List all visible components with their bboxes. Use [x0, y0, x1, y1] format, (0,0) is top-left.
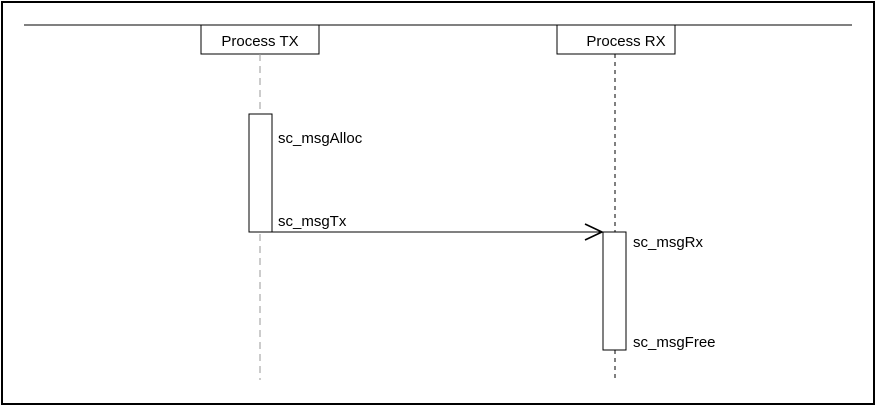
- participant-box-rx: [556, 24, 676, 55]
- message-label-free: sc_msgFree: [633, 334, 716, 351]
- arrow-head-icon: [584, 223, 604, 241]
- message-label-alloc: sc_msgAlloc: [278, 130, 363, 147]
- activation-bar-tx: [248, 113, 273, 233]
- activation-bar-rx: [602, 231, 627, 351]
- message-label-rx: sc_msgRx: [633, 234, 704, 251]
- participant-label-rx: Process RX: [586, 33, 665, 50]
- outer-frame: [1, 1, 875, 405]
- participant-label-tx: Process TX: [221, 33, 298, 50]
- message-label-tx: sc_msgTx: [278, 213, 347, 230]
